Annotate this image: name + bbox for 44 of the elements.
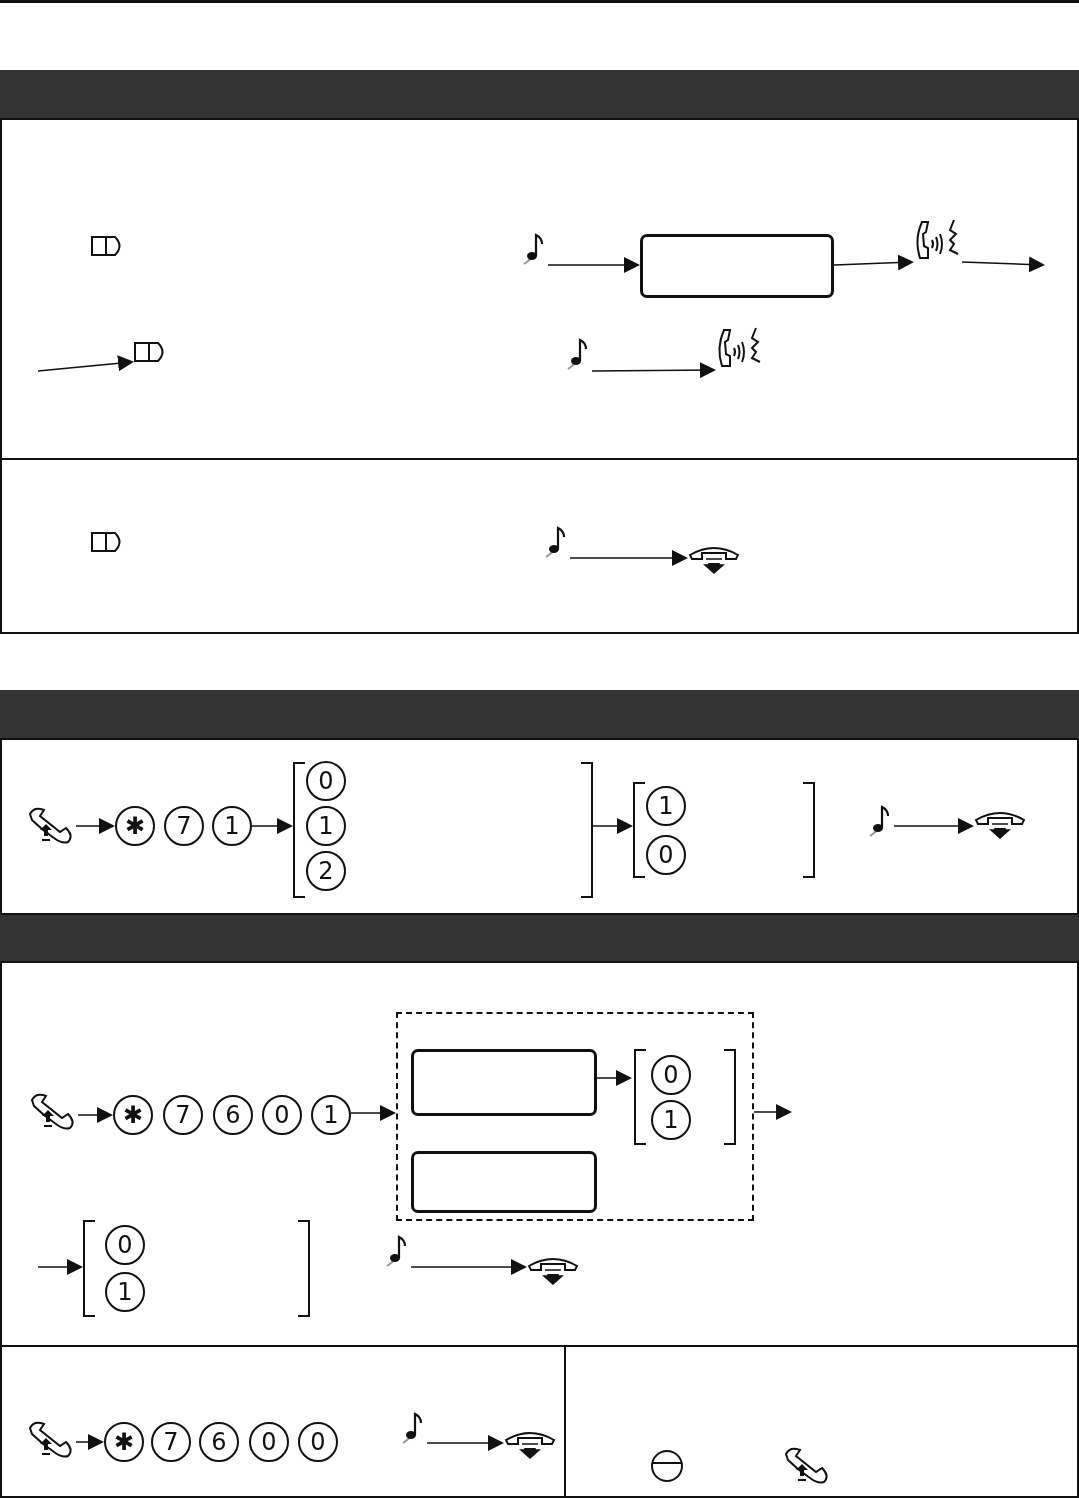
arrow — [753, 1104, 792, 1120]
arrow — [75, 818, 115, 834]
dial-key: 1 — [306, 806, 346, 846]
arrow — [893, 818, 974, 834]
dial-key: 0 — [298, 1422, 338, 1462]
dial-key: ✱ — [104, 1422, 144, 1462]
dial-key: 1 — [105, 1272, 145, 1312]
arrow — [594, 1070, 632, 1086]
arrow — [426, 1435, 504, 1451]
arrow — [37, 1259, 83, 1275]
arrow — [569, 550, 688, 566]
display-box — [411, 1151, 597, 1213]
dial-key: 6 — [199, 1422, 239, 1462]
dial-key: 0 — [262, 1095, 302, 1135]
dial-key: 7 — [164, 806, 204, 846]
display-box — [411, 1049, 597, 1116]
dial-key: 0 — [651, 1055, 691, 1095]
dial-key: 0 — [105, 1225, 145, 1265]
dial-key: 1 — [646, 786, 686, 826]
dial-key: 0 — [306, 761, 346, 801]
arrow — [37, 355, 134, 372]
arrow — [75, 1434, 104, 1450]
dial-key: 1 — [311, 1095, 351, 1135]
arrow — [592, 818, 633, 834]
dashed-group-box — [396, 1012, 754, 1221]
dial-key: 6 — [213, 1095, 253, 1135]
arrow — [350, 1105, 396, 1121]
arrow — [251, 818, 293, 834]
dial-key: 0 — [646, 835, 686, 875]
dial-key: 7 — [163, 1095, 203, 1135]
dial-key: ✱ — [113, 1095, 153, 1135]
dial-key: 0 — [249, 1422, 289, 1462]
arrow — [591, 362, 716, 379]
display-box — [640, 234, 834, 298]
dial-key: ✱ — [115, 806, 155, 846]
arrow — [547, 257, 640, 273]
arrow — [410, 1259, 527, 1275]
dial-key: 1 — [651, 1100, 691, 1140]
dial-key: 7 — [151, 1422, 191, 1462]
arrow — [833, 254, 914, 271]
arrow — [961, 256, 1045, 273]
arrow — [77, 1107, 113, 1123]
dial-key: 1 — [212, 806, 252, 846]
dial-key: 2 — [306, 851, 346, 891]
